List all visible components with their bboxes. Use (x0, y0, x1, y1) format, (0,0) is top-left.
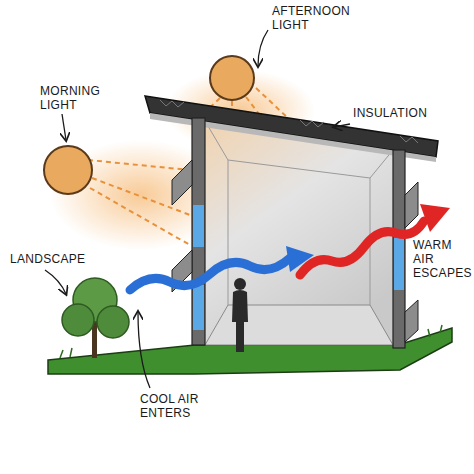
tree (62, 304, 94, 336)
shading-fin (405, 182, 418, 228)
insulated-roof (145, 96, 438, 157)
warm-air-arrowhead (420, 204, 450, 232)
person (232, 290, 248, 352)
annotation-label: COOL AIR ENTERS (140, 392, 210, 420)
morning-sun (44, 146, 92, 194)
annotation-label: INSULATION (353, 106, 427, 120)
right-wall (393, 150, 405, 348)
person (234, 278, 246, 290)
leader-line (258, 30, 268, 66)
leader-line (62, 114, 66, 140)
annotation-label: AFTERNOON LIGHT (272, 4, 372, 32)
warm-air-arrow (300, 221, 424, 275)
left-wall (192, 118, 205, 345)
leader-line (138, 312, 150, 388)
leader-line (334, 124, 350, 127)
leader-line (45, 270, 66, 294)
window-pane (193, 205, 204, 247)
afternoon-sun (210, 56, 254, 100)
window-pane (394, 238, 404, 290)
shading-fin (172, 160, 192, 205)
tree (97, 306, 129, 338)
shading-fin (405, 300, 418, 342)
annotation-label: LANDSCAPE (10, 252, 85, 266)
annotation-label: MORNING LIGHT (40, 84, 115, 112)
cool-air-arrow (130, 258, 290, 290)
annotation-label: WARM AIR ESCAPES (413, 238, 469, 280)
window-pane (193, 285, 204, 330)
